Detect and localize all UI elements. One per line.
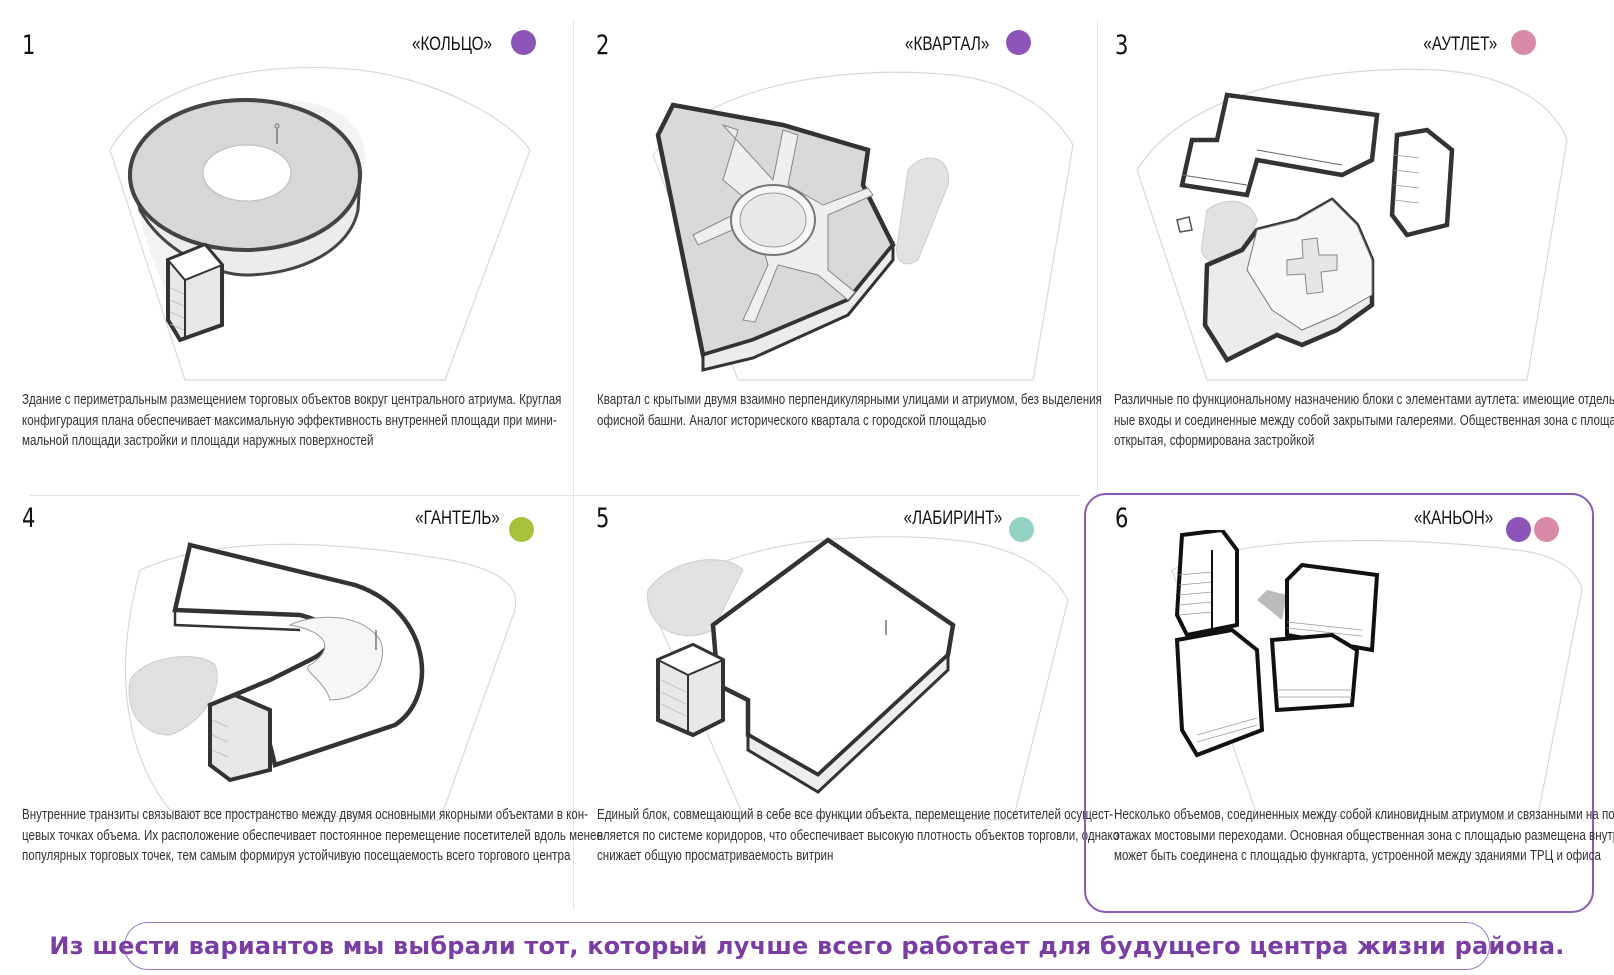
variant-panel-5: 5 «ЛАБИРИНТ» Единый блок, совмещающий в …: [573, 495, 1120, 910]
variant-description: Здание с периметральным размещением торг…: [22, 392, 562, 449]
variant-description: Единый блок, совмещающий в себе все функ…: [597, 807, 1120, 864]
variant-panel-6: 6 «КАНЬОН» Несколько объемов, соединенны…: [1097, 495, 1614, 910]
variant-number: 5: [596, 503, 610, 534]
variant-description: Внутренние транзиты связывают все простр…: [22, 807, 603, 864]
variant-description: Квартал с крытыми двумя взаимно перпенди…: [597, 392, 1102, 429]
variant-panel-2: 2 «КВАРТАЛ» Квартал с крытыми двумя взаи…: [573, 0, 1102, 495]
variant-panel-3: 3 «АУТЛЕТ» Различные по функциональному …: [1097, 0, 1614, 495]
variant-number: 3: [1115, 30, 1129, 61]
color-dot: [511, 30, 536, 55]
color-dot: [1506, 517, 1531, 542]
color-dot: [1534, 517, 1559, 542]
color-dot: [1511, 30, 1536, 55]
variant-number: 6: [1115, 503, 1129, 534]
column-divider: [1097, 20, 1098, 490]
quarter-building-illustration: [652, 71, 1074, 381]
color-dot: [1006, 30, 1031, 55]
selected-variant-highlight: [1084, 493, 1594, 913]
row-divider: [30, 495, 1080, 496]
ring-building-illustration: [109, 66, 531, 381]
variant-title: «КВАРТАЛ»: [904, 34, 989, 55]
variant-panel-1: 1 «КОЛЬЦО» Здание с периметральным разме…: [0, 0, 573, 495]
canyon-building-illustration: [1171, 530, 1583, 821]
variant-title: «ГАНТЕЛЬ»: [415, 508, 500, 529]
variant-title: «КОЛЬЦО»: [412, 34, 492, 55]
column-divider: [573, 500, 574, 910]
labyrinth-building-illustration: [647, 536, 1069, 821]
variant-description: Несколько объемов, соединенных между соб…: [1114, 807, 1614, 864]
variant-number: 4: [22, 503, 36, 534]
color-dot: [509, 517, 534, 542]
variant-title: «АУТЛЕТ»: [1423, 34, 1497, 55]
variant-panel-4: 4 «ГАНТЕЛЬ» Внутренние транзиты связываю…: [0, 495, 603, 910]
conclusion-banner: Из шести вариантов мы выбрали тот, котор…: [49, 922, 1564, 970]
dumbbell-building-illustration: [125, 542, 517, 821]
column-divider: [573, 20, 574, 500]
color-dot: [1009, 517, 1034, 542]
conclusion-text: Из шести вариантов мы выбрали тот, котор…: [49, 932, 1565, 960]
variant-description: Различные по функциональному назначению …: [1114, 392, 1614, 449]
variant-number: 1: [22, 30, 36, 61]
outlet-building-illustration: [1136, 68, 1568, 381]
variant-number: 2: [596, 30, 610, 61]
variant-title: «ЛАБИРИНТ»: [903, 508, 1002, 529]
variant-title: «КАНЬОН»: [1413, 508, 1493, 529]
